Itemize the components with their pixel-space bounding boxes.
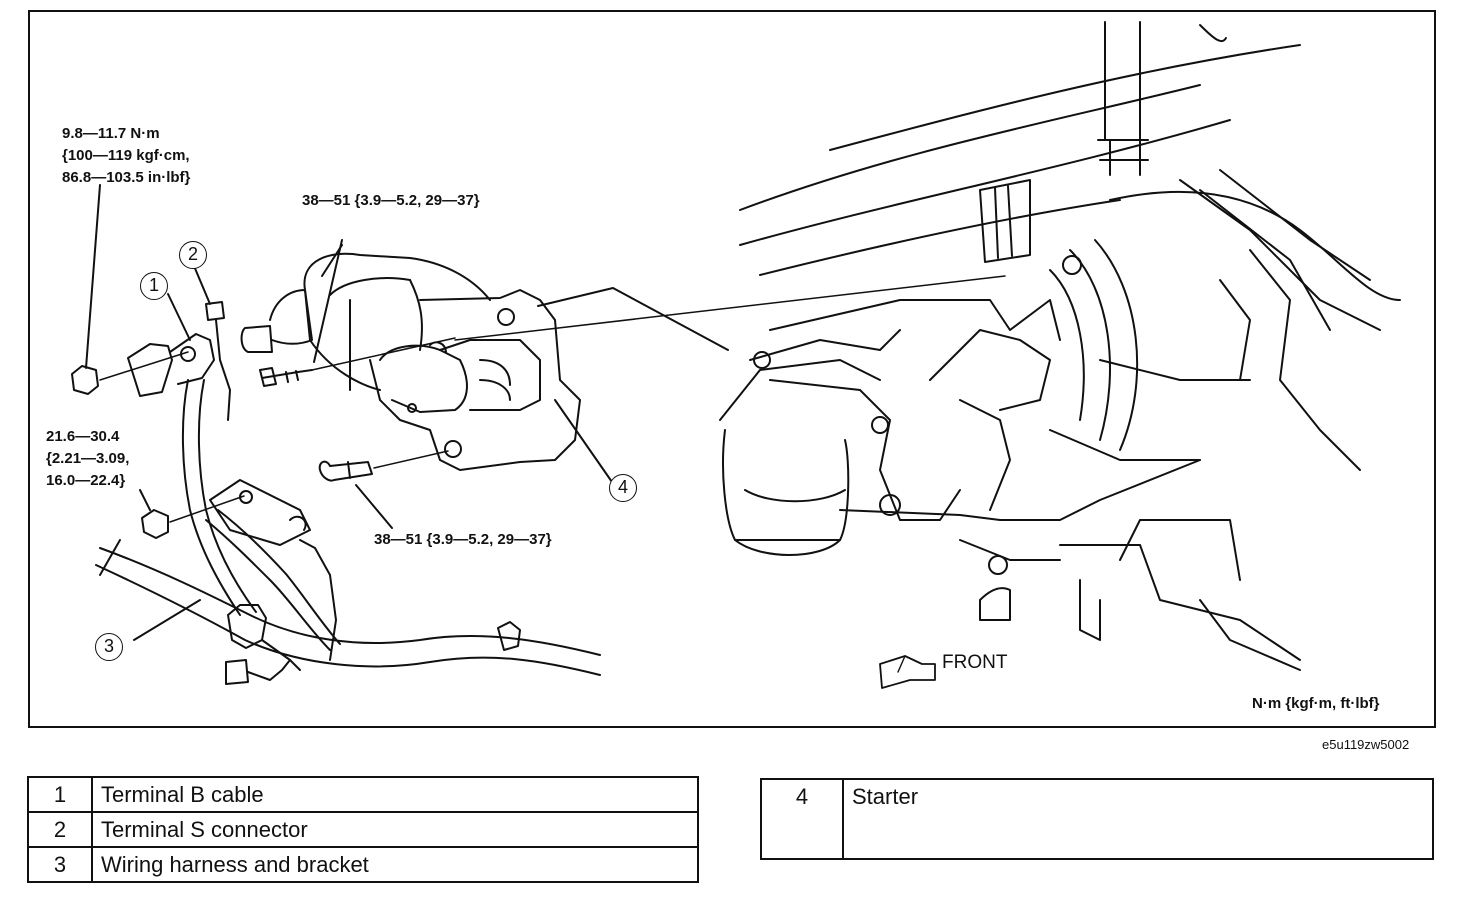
legend-description: Wiring harness and bracket: [91, 846, 699, 883]
callout-4: 4: [609, 474, 637, 502]
table-row: 3 Wiring harness and bracket: [27, 846, 699, 883]
front-arrow-icon: [879, 655, 936, 689]
torque-line: {100—119 kgf·cm,: [62, 147, 190, 164]
table-row: 4 Starter: [760, 778, 1434, 860]
callout-2: 2: [179, 241, 207, 269]
legend-table-left: 1 Terminal B cable 2 Terminal S connecto…: [27, 776, 699, 883]
torque-label-b-terminal-nut: 9.8—11.7 N·m {100—119 kgf·cm, 86.8—103.5…: [62, 123, 190, 189]
starter-motor-art: [240, 239, 613, 529]
units-label: N·m {kgf·m, ft·lbf}: [1252, 695, 1380, 712]
legend-number: 3: [27, 846, 93, 883]
torque-line: {2.21—3.09,: [46, 450, 130, 467]
torque-line: 16.0—22.4}: [46, 472, 126, 489]
torque-label-bracket-nut: 21.6—30.4 {2.21—3.09, 16.0—22.4}: [46, 426, 129, 492]
legend-table-right: 4 Starter: [760, 778, 1434, 860]
figure-code: e5u119zw5002: [1322, 737, 1410, 752]
front-label: FRONT: [942, 652, 1008, 673]
callout-3: 3: [95, 633, 123, 661]
legend-number: 2: [27, 811, 93, 848]
torque-line: 21.6—30.4: [46, 428, 120, 445]
table-row: 2 Terminal S connector: [27, 811, 699, 848]
legend-description: Terminal B cable: [91, 776, 699, 813]
legend-description: Starter: [842, 778, 1434, 860]
table-row: 1 Terminal B cable: [27, 776, 699, 813]
callout-1: 1: [140, 272, 168, 300]
torque-line: 9.8—11.7 N·m: [62, 125, 160, 142]
torque-label-lower-bolt: 38—51 {3.9—5.2, 29—37}: [374, 531, 552, 548]
torque-label-upper-bolt: 38—51 {3.9—5.2, 29—37}: [302, 192, 480, 209]
harness-art: [71, 184, 601, 685]
legend-number: 4: [760, 778, 844, 860]
diagram-frame: [28, 10, 1436, 728]
legend-description: Terminal S connector: [91, 811, 699, 848]
torque-line: 86.8—103.5 in·lbf}: [62, 169, 191, 186]
engine-block-art: [454, 21, 1401, 689]
legend-number: 1: [27, 776, 93, 813]
